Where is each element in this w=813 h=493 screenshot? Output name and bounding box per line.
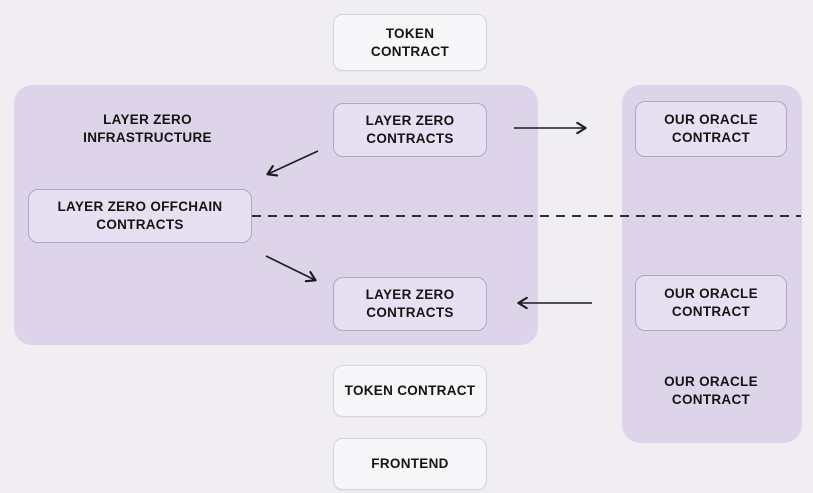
node-layer-zero-contracts-bottom: LAYER ZERO CONTRACTS <box>333 277 487 331</box>
node-token-contract-top: TOKEN CONTRACT <box>333 14 487 71</box>
node-token-contract-bottom: TOKEN CONTRACT <box>333 365 487 417</box>
node-our-oracle-contract-top: OUR ORACLE CONTRACT <box>635 101 787 157</box>
node-layer-zero-contracts-top: LAYER ZERO CONTRACTS <box>333 103 487 157</box>
node-our-oracle-contract-middle: OUR ORACLE CONTRACT <box>635 275 787 331</box>
label-our-oracle-contract-bottom: OUR ORACLE CONTRACT <box>664 374 758 407</box>
node-frontend: FRONTEND <box>333 438 487 490</box>
layer-zero-infrastructure-label: LAYER ZERO INFRASTRUCTURE <box>83 112 212 145</box>
node-layer-zero-offchain-contracts: LAYER ZERO OFFCHAIN CONTRACTS <box>28 189 252 243</box>
